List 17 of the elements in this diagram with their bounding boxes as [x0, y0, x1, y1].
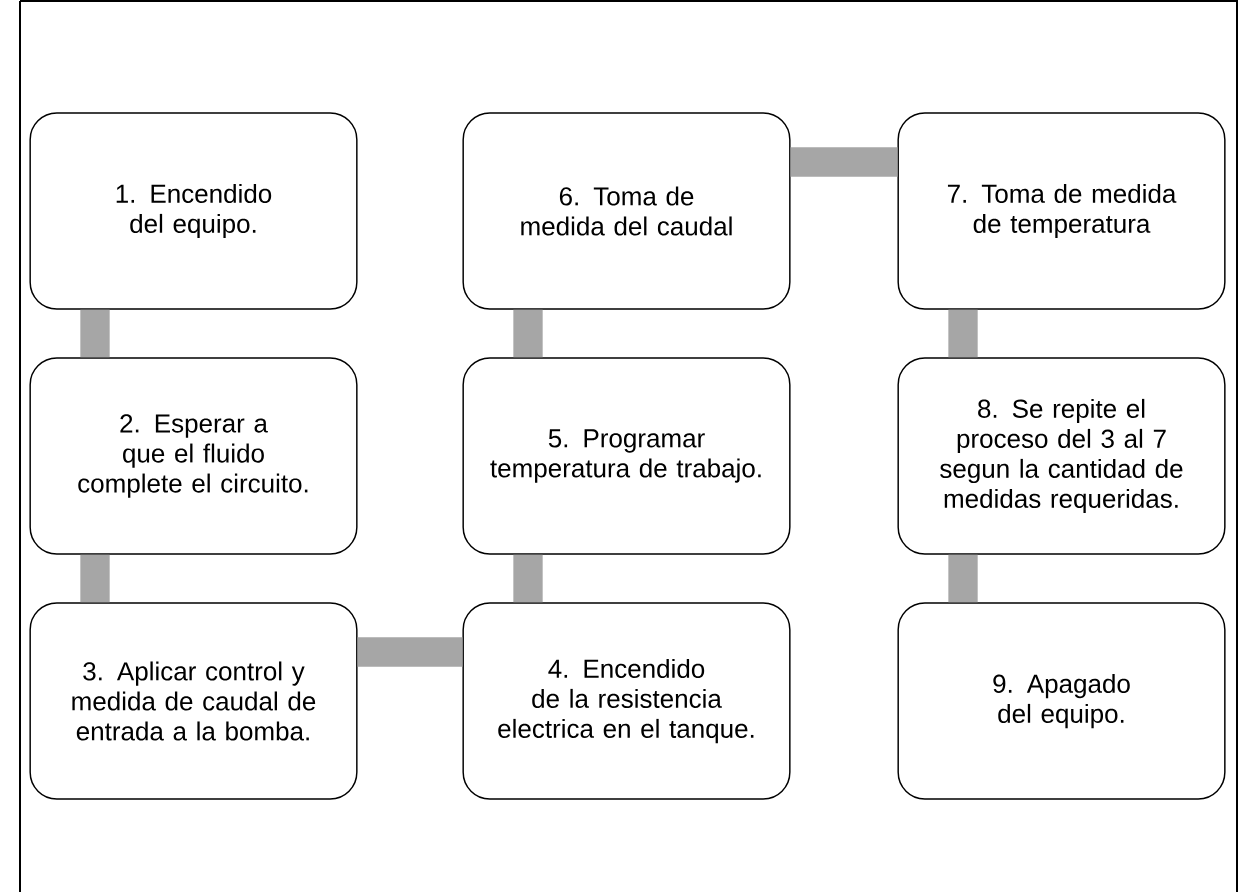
process-box: 8. Se repite el proceso del 3 al 7 segun la cantidad de medidas requeridas.: [897, 357, 1226, 555]
connector-bar: [513, 309, 543, 358]
process-box: 2. Esperar a que el fluido complete el circuito.: [29, 357, 358, 555]
connector-bar: [948, 309, 978, 358]
connector-bar: [790, 147, 898, 177]
process-box: 5. Programar temperatura de trabajo.: [462, 357, 791, 555]
connector-bar: [80, 309, 110, 358]
process-box: 4. Encendido de la resistencia electrica en el tanque.: [462, 602, 791, 800]
connector-bar: [513, 554, 543, 603]
connector-bar: [357, 637, 463, 667]
process-box: 7. Toma de medida de temperatura: [897, 112, 1226, 310]
process-box: 9. Apagado del equipo.: [897, 602, 1226, 800]
connector-bar: [948, 554, 978, 603]
process-box: 6. Toma de medida del caudal: [462, 112, 791, 310]
process-box: 1. Encendido del equipo.: [29, 112, 358, 310]
process-box: 3. Aplicar control y medida de caudal de entrada a la bomba.: [29, 602, 358, 800]
connector-bar: [80, 554, 110, 603]
